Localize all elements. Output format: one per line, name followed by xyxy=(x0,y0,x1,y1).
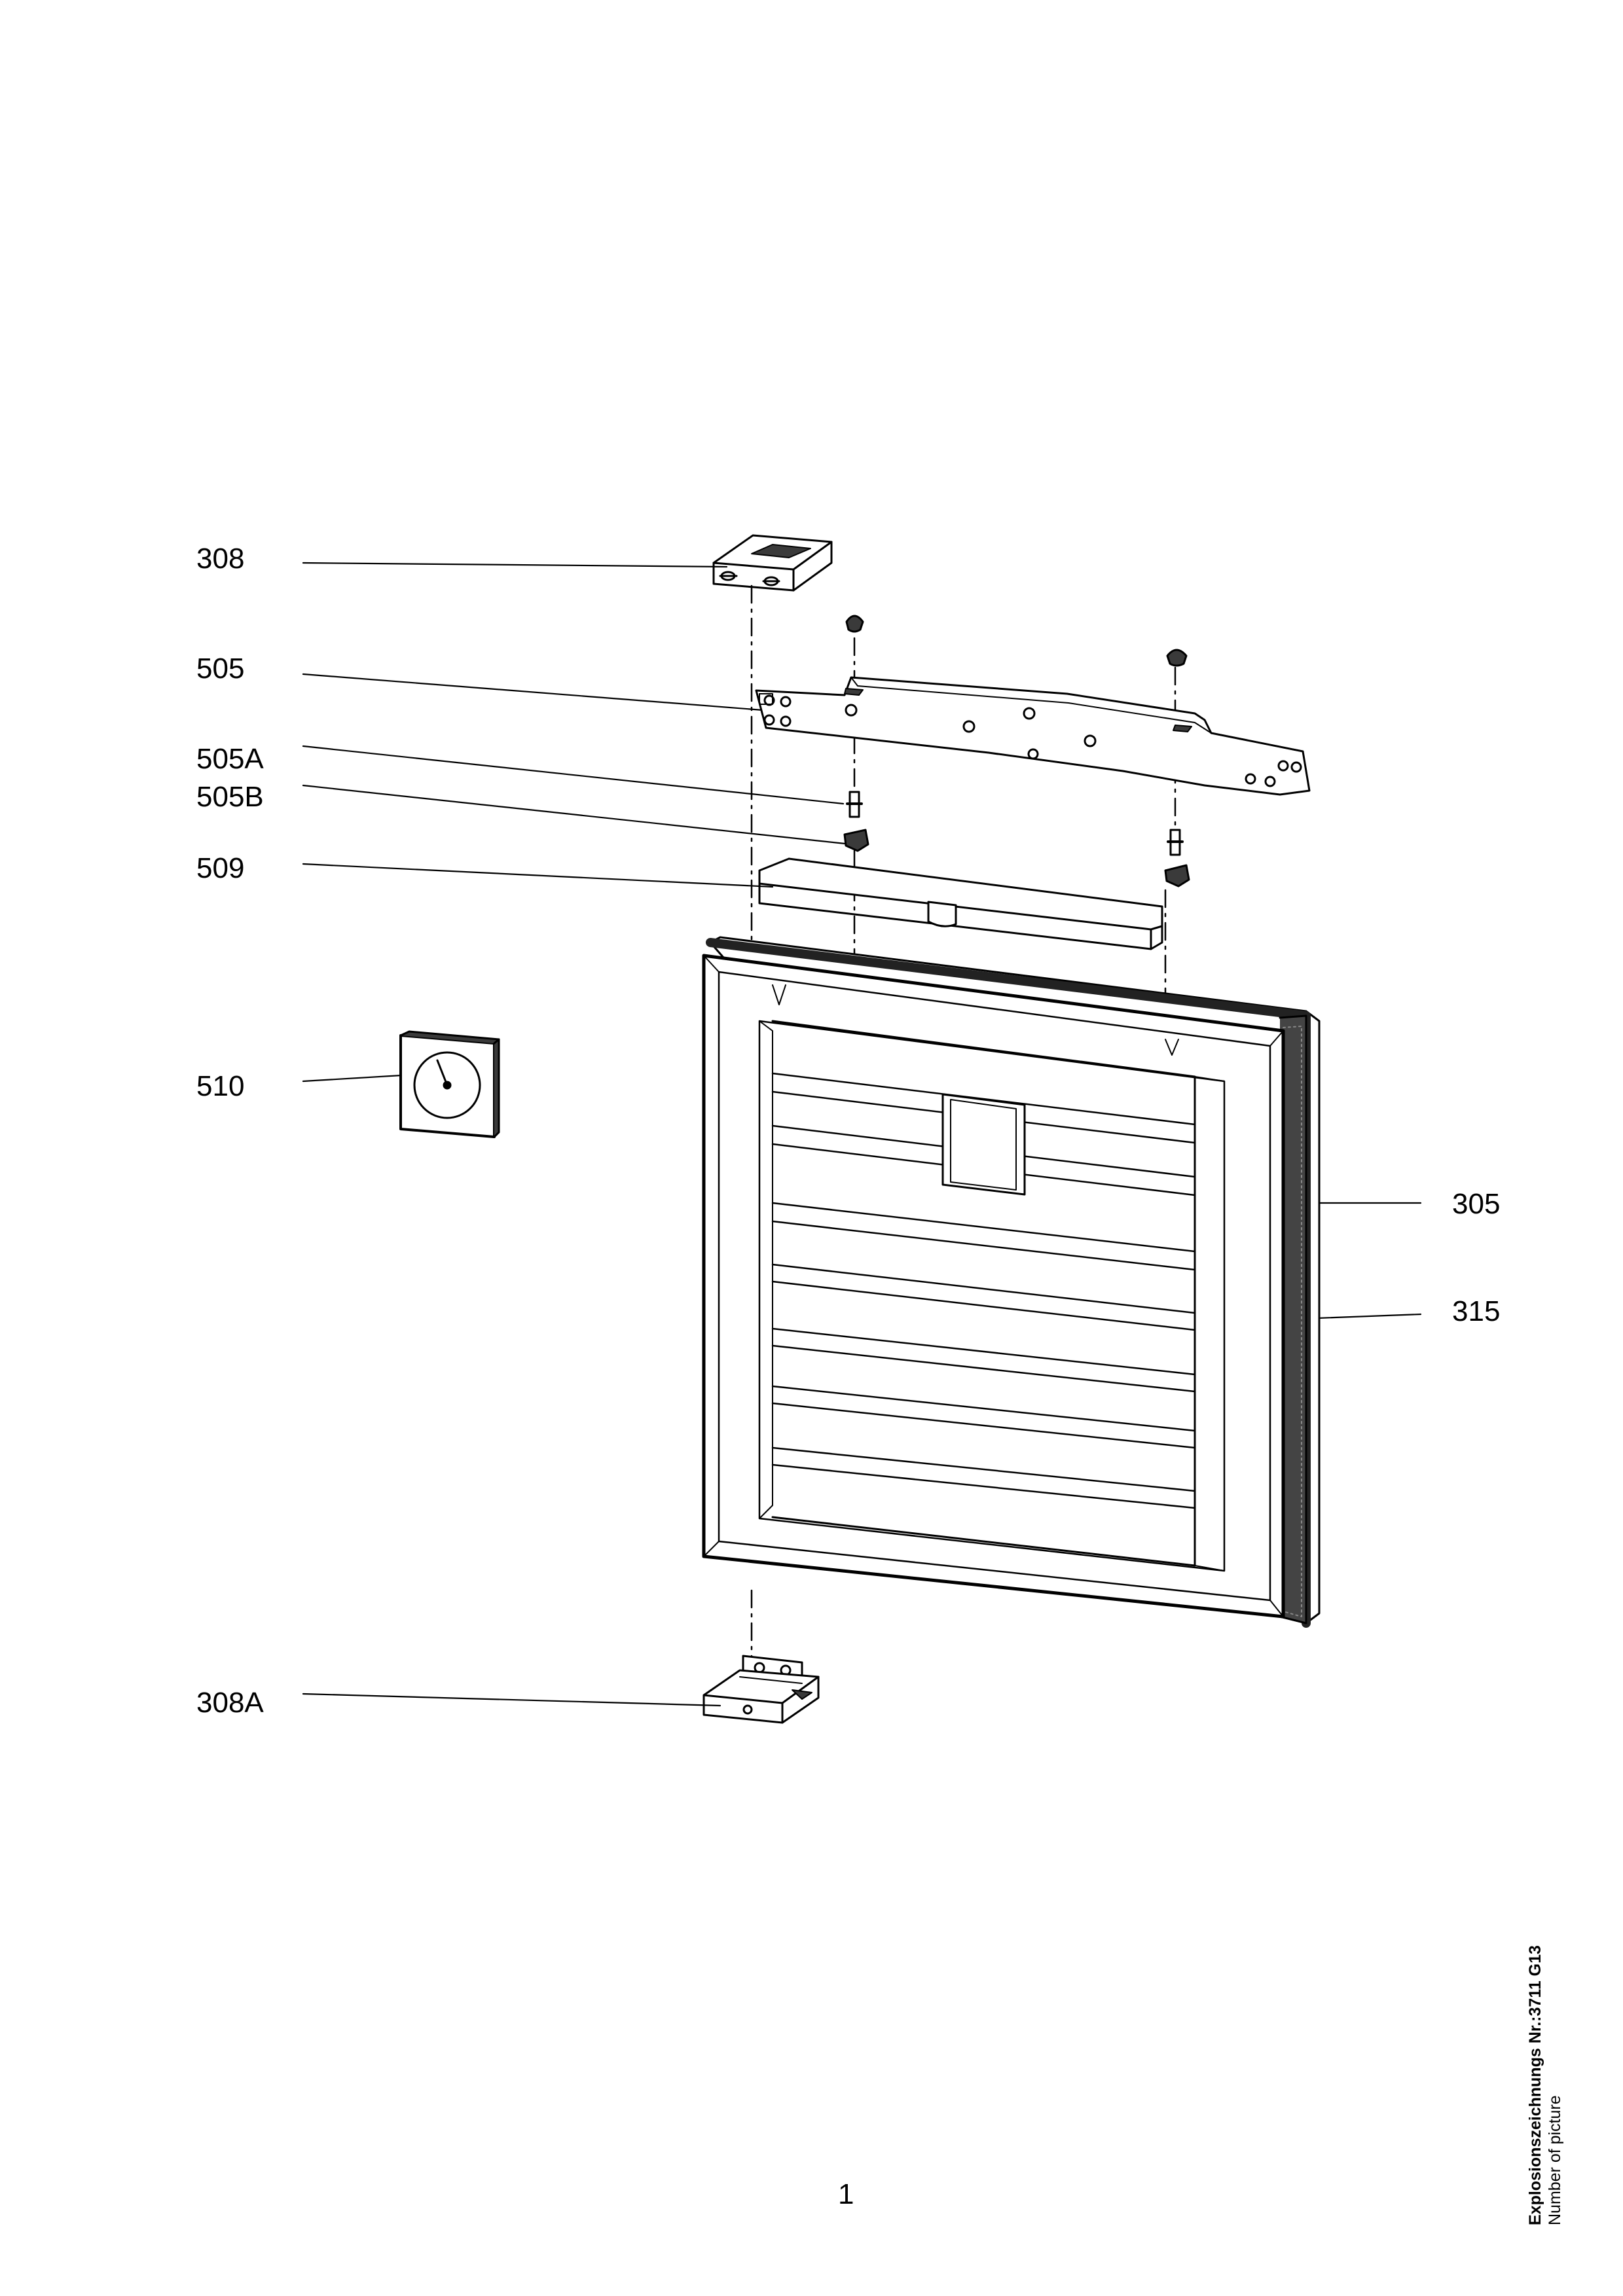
leader-308a xyxy=(302,1693,721,1707)
leader-509 xyxy=(302,863,774,888)
page-number: 1 xyxy=(838,2178,854,2210)
callout-505a: 505A xyxy=(196,743,264,775)
callout-308a: 308A xyxy=(196,1687,264,1719)
drawing-number-title: Explosionszeichnungs Nr.:3711 G13 xyxy=(1526,1945,1544,2225)
callout-505: 505 xyxy=(196,653,245,685)
leader-lines xyxy=(302,562,1422,1707)
callout-305: 305 xyxy=(1452,1188,1501,1220)
part-308a-lower-hinge xyxy=(702,1655,820,1724)
drawing-number-subtitle: Number of picture xyxy=(1546,2095,1564,2225)
callout-315: 315 xyxy=(1452,1295,1501,1327)
part-505-mounting-rail xyxy=(755,676,1311,796)
callout-505b: 505B xyxy=(196,781,264,813)
callout-509: 509 xyxy=(196,852,245,884)
leader-505 xyxy=(302,673,823,716)
drawing-number-caption: Explosionszeichnungs Nr.:3711 G13 Number… xyxy=(1525,1885,1565,2225)
callout-510: 510 xyxy=(196,1070,245,1102)
part-509-handle-strip xyxy=(758,857,1163,950)
part-505b-bushings xyxy=(843,829,1190,888)
leader-505a xyxy=(302,745,845,805)
part-505a-pins xyxy=(846,791,1184,856)
callout-308: 308 xyxy=(196,543,245,575)
leader-510 xyxy=(302,1073,414,1083)
part-308-upper-hinge xyxy=(712,534,833,592)
part-510-thermometer xyxy=(399,1030,500,1138)
top-bushings xyxy=(845,615,1188,667)
leader-505b xyxy=(302,784,852,846)
part-305-door-panel xyxy=(702,954,1285,1619)
leader-308 xyxy=(302,562,728,568)
